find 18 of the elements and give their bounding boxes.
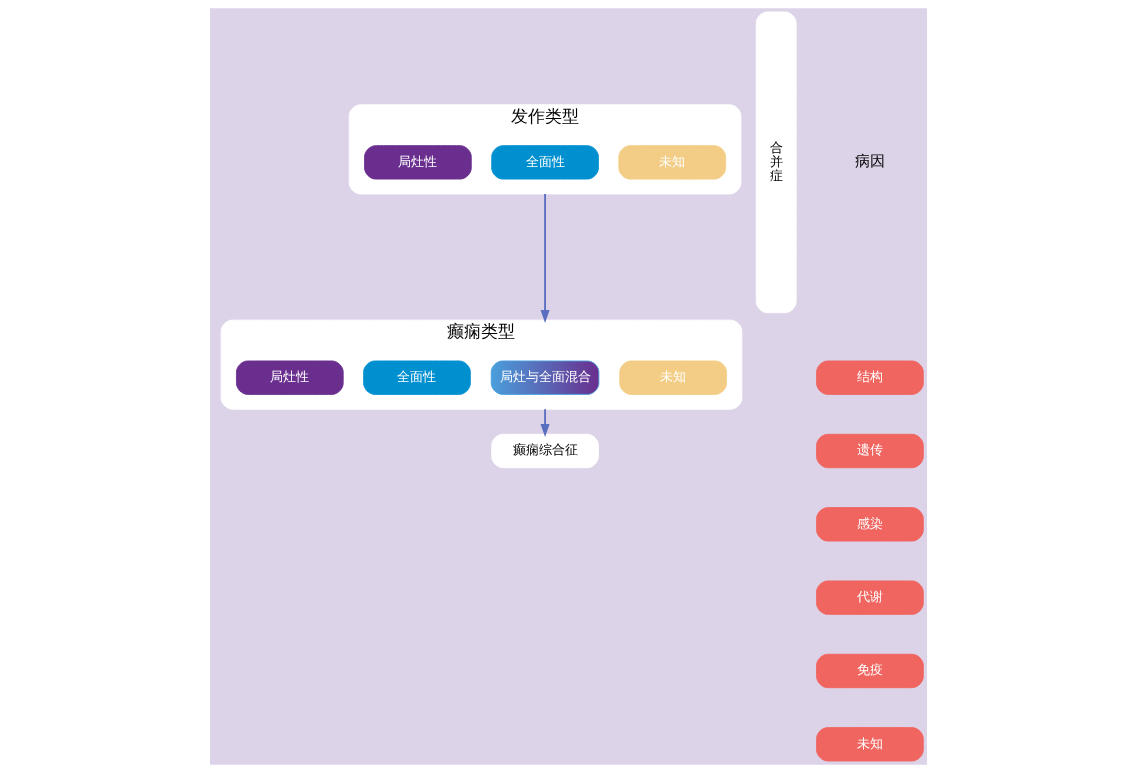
label: 病因 <box>854 151 885 170</box>
node-box: 局灶与全面混合 <box>490 360 600 395</box>
node-box: 未知 <box>816 727 924 762</box>
node-box: 全面性 <box>363 360 471 395</box>
node-box: 局灶性 <box>364 145 472 180</box>
node-box: 未知 <box>619 360 727 395</box>
node-box: 感染 <box>816 507 924 542</box>
node-box: 代谢 <box>816 580 924 615</box>
node-box: 全面性 <box>491 145 599 180</box>
node-box: 合并症 <box>755 11 797 314</box>
node-box: 遗传 <box>816 433 924 469</box>
node-box: 局灶性 <box>236 360 344 395</box>
arrow <box>540 193 550 323</box>
arrow <box>540 408 550 438</box>
node-box: 癫痫综合征 <box>491 433 599 469</box>
node-box: 未知 <box>618 145 727 180</box>
node-box: 免疫 <box>816 653 924 689</box>
node-box: 结构 <box>816 360 924 395</box>
